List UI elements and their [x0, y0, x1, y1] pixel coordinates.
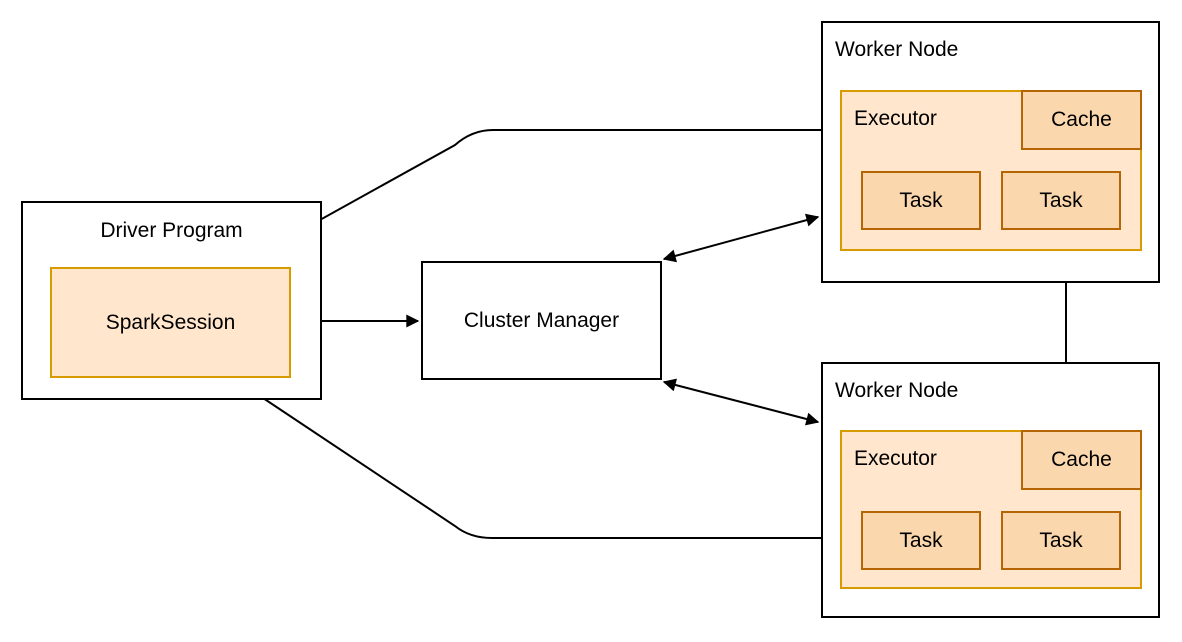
spark-session-box: SparkSession — [50, 267, 291, 378]
worker-1-task-label-1: Task — [899, 188, 943, 212]
arrow-clustermanager-worker2 — [662, 378, 820, 426]
worker-1-cache-label: Cache — [1051, 108, 1112, 132]
worker-2-task-label-1: Task — [899, 528, 943, 552]
arrow-sparksession-worker1-executor — [235, 123, 839, 267]
arrow-sparksession-worker2-executor — [234, 379, 839, 545]
worker-1-task-box-2: Task — [1001, 171, 1121, 230]
worker-2-cache-box: Cache — [1021, 430, 1142, 490]
worker-2-cache-label: Cache — [1051, 448, 1112, 472]
cluster-manager-box: Cluster Manager — [421, 261, 662, 380]
cluster-manager-label: Cluster Manager — [463, 308, 620, 332]
worker-2-task-box-2: Task — [1001, 511, 1121, 570]
worker-1-task-box-1: Task — [861, 171, 981, 230]
worker-1-task-label-2: Task — [1039, 188, 1083, 212]
worker-node-1-label: Worker Node — [835, 38, 959, 61]
driver-program-label: Driver Program — [100, 219, 243, 242]
worker-2-task-label-2: Task — [1039, 528, 1083, 552]
worker-1-cache-box: Cache — [1021, 90, 1142, 150]
worker-1-executor-label: Executor — [854, 107, 937, 130]
worker-node-2-label: Worker Node — [835, 379, 959, 402]
spark-session-label: SparkSession — [105, 310, 236, 334]
worker-2-executor-label: Executor — [854, 447, 937, 470]
arrow-clustermanager-worker1 — [662, 213, 820, 263]
worker-2-task-box-1: Task — [861, 511, 981, 570]
